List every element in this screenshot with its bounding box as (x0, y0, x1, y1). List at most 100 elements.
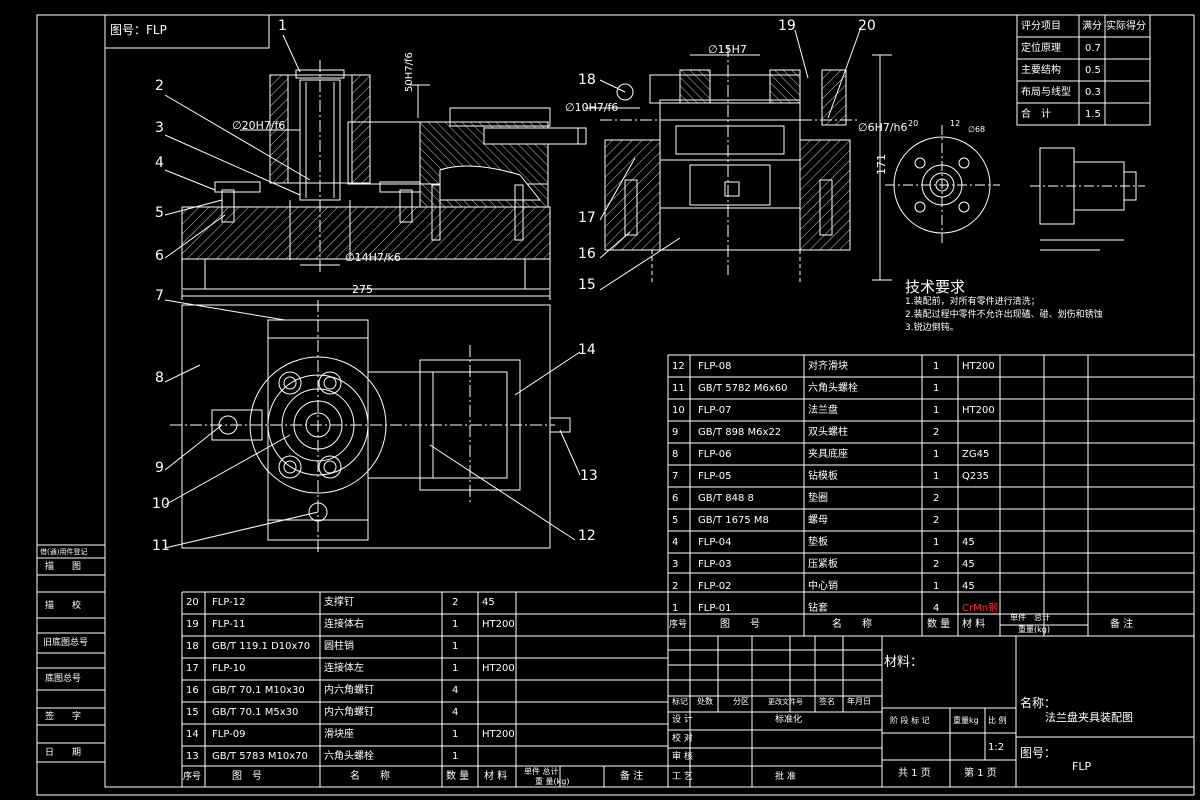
balloon-1: 1 (278, 18, 287, 34)
bom-lower-cell: 1 (452, 619, 459, 630)
score-row-4-item: 合 计 (1021, 109, 1051, 120)
left-strip-grid (37, 544, 105, 763)
left-strip-borrowed: 借(通)用件登记 (40, 548, 88, 556)
bom-upper-cell: HT200 (962, 405, 995, 416)
approve-label: 批 准 (775, 772, 796, 782)
score-table-grid (1016, 14, 1151, 126)
bom-upper-cell: 1 (933, 471, 940, 482)
bom-lower-cell: FLP-09 (212, 729, 246, 740)
bom-upper-cell: 双头螺柱 (808, 427, 848, 438)
bom-upper-cell: 12 (672, 361, 685, 372)
bom-lower-cell: 20 (186, 597, 199, 608)
score-row-3-item: 布局与线型 (1021, 87, 1071, 98)
bom-lower-cell: 连接体左 (324, 663, 364, 674)
stage-label: 阶 段 标 记 (890, 716, 930, 725)
part-name-label: 名称： (1020, 696, 1057, 710)
bom-lower-cell: 19 (186, 619, 199, 630)
score-row-4-full: 1.5 (1085, 109, 1101, 120)
dim-d68: ∅68 (968, 125, 986, 134)
bom-upper-cell: 45 (962, 537, 975, 548)
score-header-full: 满分 (1082, 21, 1102, 32)
bom-lower-cell: GB/T 5783 M10x70 (212, 751, 308, 762)
bom-upper-header-qty: 数 量 (927, 619, 951, 630)
bom-lower-weight-label: 重 量(kg) (535, 777, 570, 786)
balloon-17: 17 (578, 210, 596, 226)
bom-upper-cell: FLP-06 (698, 449, 732, 460)
bom-upper-cell: 4 (672, 537, 679, 548)
bom-lower-cell: 45 (482, 597, 495, 608)
bom-lower-header-mat: 材 料 (484, 771, 508, 782)
bom-lower-cell: 1 (452, 729, 459, 740)
bom-upper-cell: CrMn钢 (962, 603, 999, 614)
inner-frame (104, 14, 1195, 788)
bom-upper-header-name: 名 称 (832, 619, 872, 630)
bom-upper-cell: 45 (962, 581, 975, 592)
bom-upper-cell: HT200 (962, 361, 995, 372)
bom-upper-cell: 1 (672, 603, 679, 614)
bom-upper-cell: 垫圈 (808, 493, 828, 504)
rev-sign: 签名 (819, 697, 835, 706)
bom-lower-cell: 内六角螺钉 (324, 707, 374, 718)
front-view (181, 60, 587, 300)
bom-lower-cell: HT200 (482, 729, 515, 740)
bom-lower-cell: 13 (186, 751, 199, 762)
bom-upper-cell: 钻套 (808, 603, 828, 614)
bom-upper-header-note: 备 注 (1110, 619, 1134, 630)
bom-upper-weight-label: 重量(kg) (1018, 625, 1050, 634)
dim-d10: ∅10H7/f6 (565, 101, 619, 114)
rev-docno: 更改文件号 (768, 698, 803, 706)
bom-lower-cell: GB/T 70.1 M5x30 (212, 707, 299, 718)
bom-lower-cell: 18 (186, 641, 199, 652)
bom-upper-cell: 法兰盘 (808, 405, 838, 416)
bom-lower-cell: 圆柱销 (324, 641, 354, 652)
balloon-8: 8 (155, 370, 164, 386)
bom-lower-cell: 17 (186, 663, 199, 674)
bom-upper-header-weight: 单件 总计 (1010, 613, 1050, 622)
bom-upper-cell: 中心销 (808, 581, 838, 592)
bom-upper-cell: 1 (933, 537, 940, 548)
bom-upper-cell: 压紧板 (808, 559, 838, 570)
bom-upper-cell: 六角头螺栓 (808, 383, 858, 394)
drawing-no-label: 图号： (1020, 746, 1057, 760)
rev-count: 处数 (697, 697, 713, 706)
score-row-1-item: 定位原理 (1021, 43, 1061, 54)
bom-lower-cell: 1 (452, 663, 459, 674)
bom-upper-cell: 夹具底座 (808, 449, 848, 460)
part-name-value: 法兰盘夹具装配图 (1045, 711, 1133, 724)
bom-upper-cell: FLP-07 (698, 405, 732, 416)
bom-upper-cell: 2 (933, 515, 940, 526)
rev-mark: 标记 (672, 697, 688, 706)
bom-upper-cell: 6 (672, 493, 679, 504)
dim-w275: 275 (352, 283, 373, 296)
bom-upper-cell: FLP-08 (698, 361, 732, 372)
balloon-5: 5 (155, 205, 164, 221)
bom-upper-cell: 2 (933, 493, 940, 504)
weight-label: 重量kg (953, 716, 979, 725)
bom-lower-cell: FLP-11 (212, 619, 246, 630)
dim-d6: ∅6H7/h6 (858, 121, 908, 134)
score-header-item: 评分项目 (1021, 21, 1061, 32)
dim-d14: ∅14H7/k6 (345, 251, 401, 264)
dim-r20: 20 (908, 119, 919, 128)
balloon-4: 4 (155, 155, 164, 171)
bom-upper-cell: ZG45 (962, 449, 990, 460)
bom-upper-cell: 1 (933, 449, 940, 460)
balloon-3: 3 (155, 120, 164, 136)
bom-lower-cell: HT200 (482, 619, 515, 630)
balloon-12: 12 (578, 528, 596, 544)
score-row-3-full: 0.3 (1085, 87, 1101, 98)
bom-upper-cell: 5 (672, 515, 679, 526)
left-strip-trace: 描 图 (45, 562, 82, 572)
bom-upper-cell: GB/T 5782 M6x60 (698, 383, 788, 394)
rev-zone: 分区 (733, 697, 749, 706)
bom-upper-cell: GB/T 898 M6x22 (698, 427, 782, 438)
bom-upper-cell: 2 (933, 427, 940, 438)
drawing-number-tag-box (104, 14, 270, 49)
bom-upper-cell: 4 (933, 603, 940, 614)
bom-lower-cell: FLP-10 (212, 663, 246, 674)
title-block-grid (181, 354, 1194, 787)
check-label: 校 对 (672, 734, 693, 744)
design-label: 设 计 (672, 715, 693, 725)
drawing-number-tag: 图号：FLP (110, 23, 167, 37)
